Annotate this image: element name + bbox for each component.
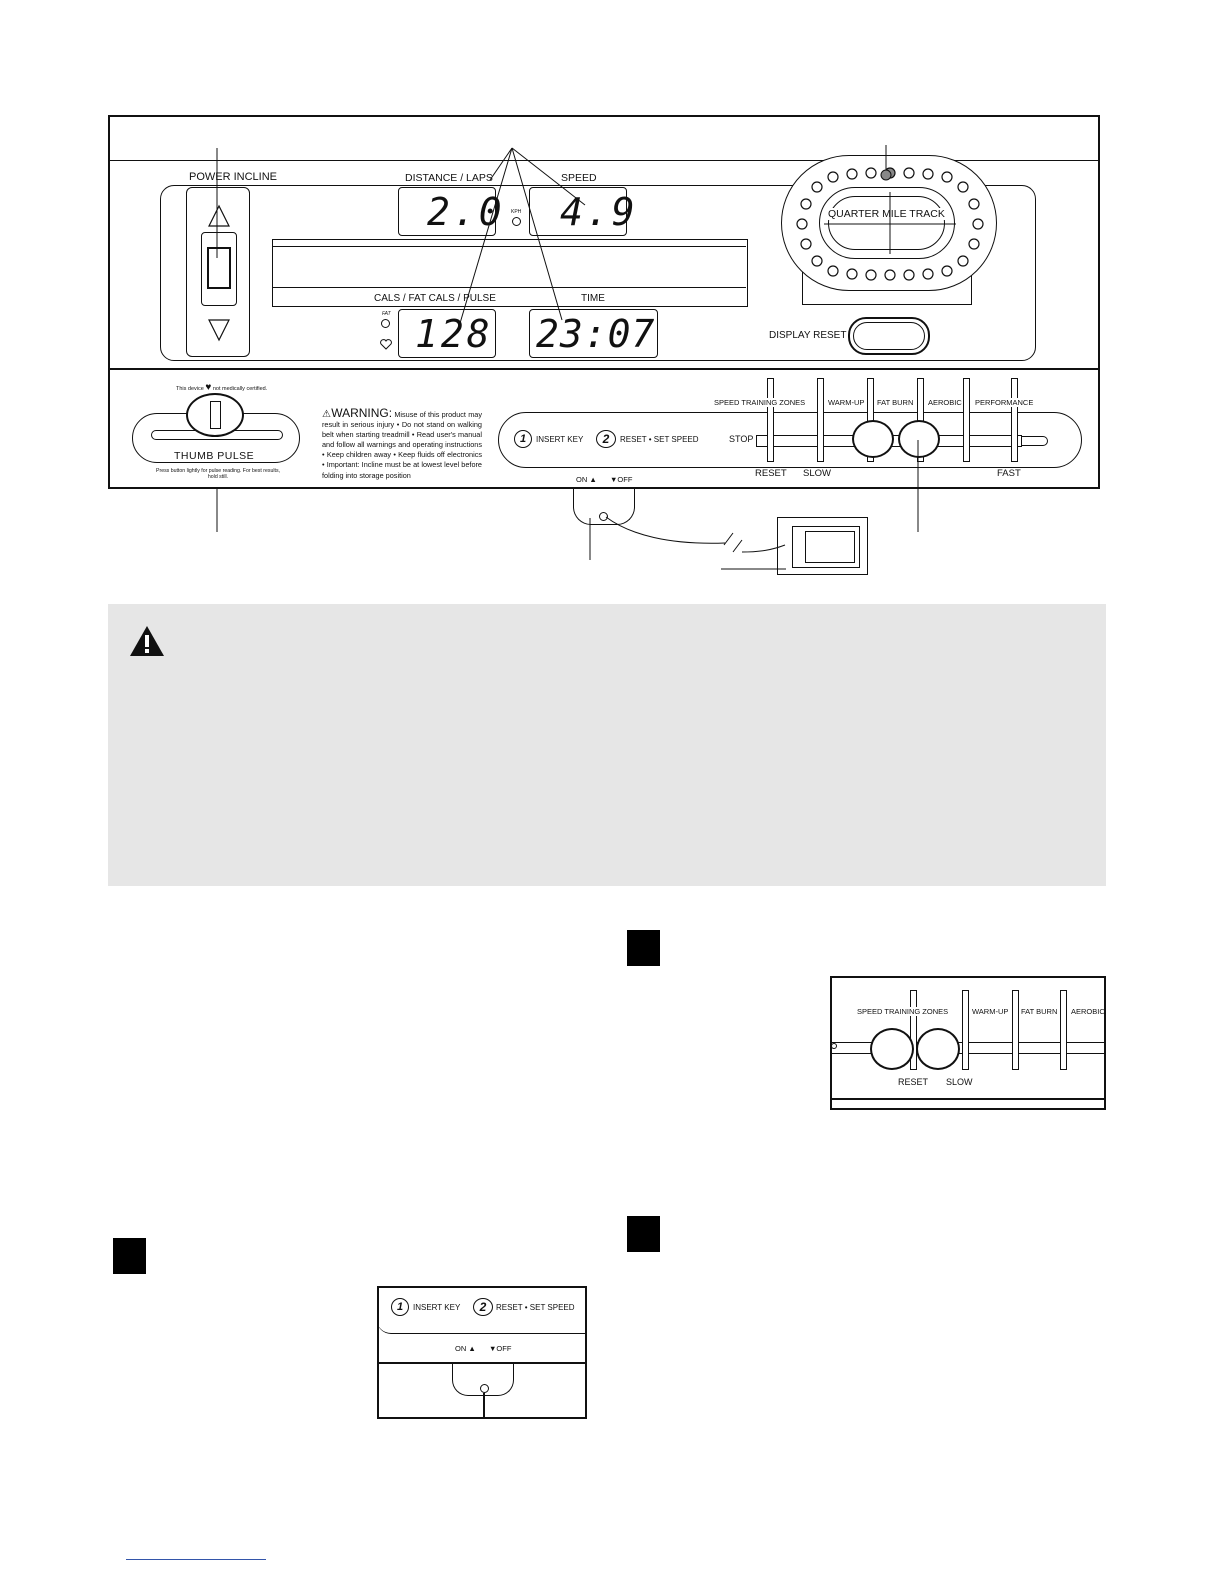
inset-insert-key: 1 INSERT KEY 2 RESET • SET SPEED ON ▲ ▼O…: [377, 1286, 587, 1419]
incline-arrows-icon: [208, 204, 230, 342]
inset-reset-label: RESET: [898, 1077, 929, 1087]
inset-key-hole-icon: [480, 1384, 489, 1393]
zones-label: SPEED TRAINING ZONES: [713, 398, 807, 407]
step2-num: 2: [596, 430, 616, 448]
distance-label: DISTANCE / LAPS: [405, 172, 493, 184]
pulse-note: This device ♥ not medically certified.: [176, 382, 268, 393]
callout-lines: [216, 145, 919, 570]
fat-indicator-icon: [381, 319, 390, 328]
heart-icon: ♥: [205, 382, 212, 393]
time-label: TIME: [579, 293, 607, 304]
speed-slider-knob-right[interactable]: [898, 420, 940, 458]
warning-title: WARNING:: [331, 406, 393, 420]
warning-text: Misuse of this product may result in ser…: [322, 410, 482, 480]
stop-label: STOP: [729, 434, 754, 444]
thumb-pulse-label: THUMB PULSE: [174, 450, 255, 462]
inset-zone-warm-up: WARM-UP: [972, 1007, 1009, 1016]
track-label: QUARTER MILE TRACK: [827, 208, 946, 220]
step1-label: INSERT KEY: [536, 435, 584, 444]
display-frame: [160, 185, 1036, 361]
inset-zone-fat-burn: FAT BURN: [1021, 1007, 1058, 1016]
inset-step2-num: 2: [473, 1298, 493, 1316]
footer-rule: [126, 1559, 266, 1560]
inset-zones-label: SPEED TRAINING ZONES: [857, 1007, 949, 1016]
zone-fat-burn: FAT BURN: [877, 398, 914, 407]
safety-key[interactable]: [777, 517, 868, 575]
incline-rocker-switch[interactable]: [201, 232, 237, 306]
inset-step1-num: 1: [391, 1298, 409, 1316]
time-display: 23:07: [529, 309, 658, 358]
power-incline-panel: [186, 187, 250, 357]
speed-label: SPEED: [561, 172, 597, 184]
kph-indicator-icon: [512, 217, 521, 226]
inset-knob-right: [916, 1028, 960, 1070]
speed-slider-knob-left[interactable]: [852, 420, 894, 458]
thumb-pulse-button[interactable]: [186, 393, 244, 437]
step1-num: 1: [514, 430, 532, 448]
console-diagram: POWER INCLINE DISTANCE / LAPS SPEED 2.0 …: [108, 115, 1100, 489]
track-lap-indicators: [796, 167, 984, 281]
zone-aerobic: AEROBIC: [928, 398, 962, 407]
warning-box: [108, 604, 1106, 886]
time-value: 23:07: [536, 312, 656, 356]
off-label: ▼OFF: [610, 475, 633, 484]
speed-value: 4.9: [560, 190, 638, 234]
display-reset-button[interactable]: [848, 317, 930, 355]
heart-indicator-icon: [380, 339, 392, 350]
step2-label: RESET • SET SPEED: [620, 435, 699, 444]
fast-label: FAST: [997, 468, 1021, 479]
reset-label: RESET: [755, 468, 787, 479]
display-reset-label: DISPLAY RESET: [769, 330, 847, 341]
warning-triangle-icon: [130, 626, 164, 656]
cals-display: 128: [398, 309, 496, 358]
speed-display: 4.9: [529, 187, 635, 236]
warning-small-icon: ⚠: [322, 409, 332, 420]
inset-speed-zones: SPEED TRAINING ZONES WARM-UP FAT BURN AE…: [830, 976, 1106, 1110]
kph-label: KPH: [511, 209, 522, 215]
step-marker-b: [113, 1238, 146, 1274]
inset-zone-aerobic: AEROBIC: [1071, 1007, 1105, 1016]
key-hole-icon: [599, 512, 608, 521]
message-bar: [272, 239, 748, 307]
speed-control-panel: [498, 412, 1082, 468]
power-incline-label: POWER INCLINE: [189, 171, 278, 183]
zone-performance: PERFORMANCE: [975, 398, 1034, 407]
inset-step1-label: INSERT KEY: [413, 1303, 461, 1312]
zone-warm-up: WARM-UP: [828, 398, 865, 407]
inset-off-label: ▼OFF: [489, 1344, 512, 1353]
fat-label: FAT: [382, 311, 391, 317]
step-marker-a: [627, 930, 660, 966]
slow-label: SLOW: [803, 468, 831, 479]
pulse-instructions: Press button lightly for pulse reading. …: [156, 468, 280, 480]
step-marker-c: [627, 1216, 660, 1252]
inset-knob-left: [870, 1028, 914, 1070]
cals-value: 128: [415, 312, 493, 356]
cals-label: CALS / FAT CALS / PULSE: [372, 293, 498, 304]
on-label: ON ▲: [576, 475, 597, 484]
inset-step2-label: RESET • SET SPEED: [496, 1303, 575, 1312]
inset-slow-label: SLOW: [946, 1077, 973, 1087]
track-inner: [819, 187, 955, 259]
key-slot: [573, 489, 635, 525]
inset-on-label: ON ▲: [455, 1344, 476, 1353]
